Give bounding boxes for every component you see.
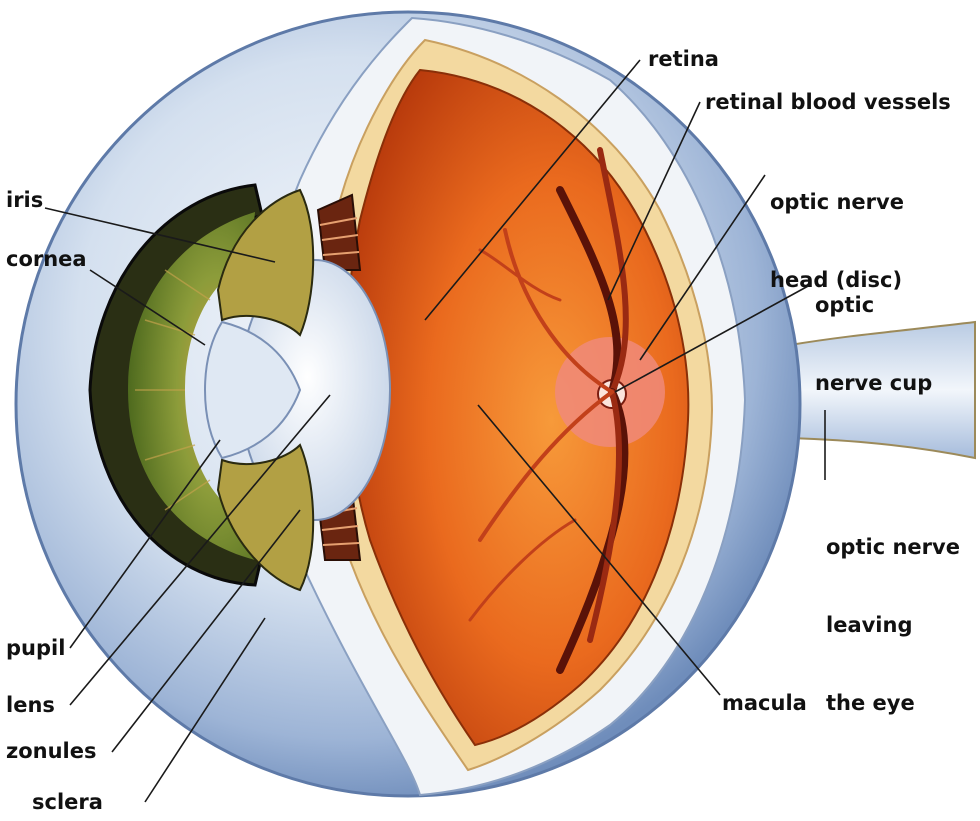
label-pupil: pupil <box>6 636 66 660</box>
label-retina: retina <box>648 47 719 71</box>
leader-iris <box>44 207 276 263</box>
leader-zonules <box>111 509 301 753</box>
label-optic-nerve-leaving-line3: the eye <box>826 691 915 715</box>
label-sclera: sclera <box>32 790 103 814</box>
label-optic-nerve-leaving: optic nerve leaving the eye <box>826 482 960 742</box>
leader-macula <box>477 404 721 696</box>
iris <box>216 188 315 337</box>
label-retinal-blood-vessels: retinal blood vessels <box>705 90 951 114</box>
label-lens: lens <box>6 693 55 717</box>
leader-sclera <box>144 617 266 803</box>
label-optic-nerve-head: optic nerve head (disc) <box>770 137 904 319</box>
label-cornea: cornea <box>6 247 87 271</box>
label-optic-nerve-leaving-line2: leaving <box>826 613 913 637</box>
retinal-blood-vessels <box>468 147 629 674</box>
iris-front <box>128 212 255 560</box>
label-optic-nerve-leaving-line1: optic nerve <box>826 535 960 559</box>
iris-lower <box>216 443 315 592</box>
label-zonules: zonules <box>6 739 97 763</box>
leader-optic-nerve-cup <box>614 284 811 393</box>
leader-pupil <box>69 439 221 649</box>
label-optic-nerve-head-line2: head (disc) <box>770 268 903 292</box>
label-optic-nerve-cup: optic nerve cup <box>815 240 932 422</box>
label-iris: iris <box>6 188 44 212</box>
label-optic-nerve-head-line1: optic nerve <box>770 190 904 214</box>
leader-retina <box>424 59 641 321</box>
label-optic-nerve-cup-line1: optic <box>815 293 875 317</box>
optic-nerve <box>789 320 976 460</box>
leader-lens <box>69 394 331 706</box>
label-macula: macula <box>722 691 807 715</box>
leader-retinal-blood-vessels <box>607 101 701 301</box>
leader-lines <box>44 59 826 803</box>
leader-cornea <box>89 269 206 346</box>
pupil <box>203 320 302 460</box>
label-optic-nerve-cup-line2: nerve cup <box>815 371 933 395</box>
leader-optic-nerve-head <box>639 174 766 361</box>
